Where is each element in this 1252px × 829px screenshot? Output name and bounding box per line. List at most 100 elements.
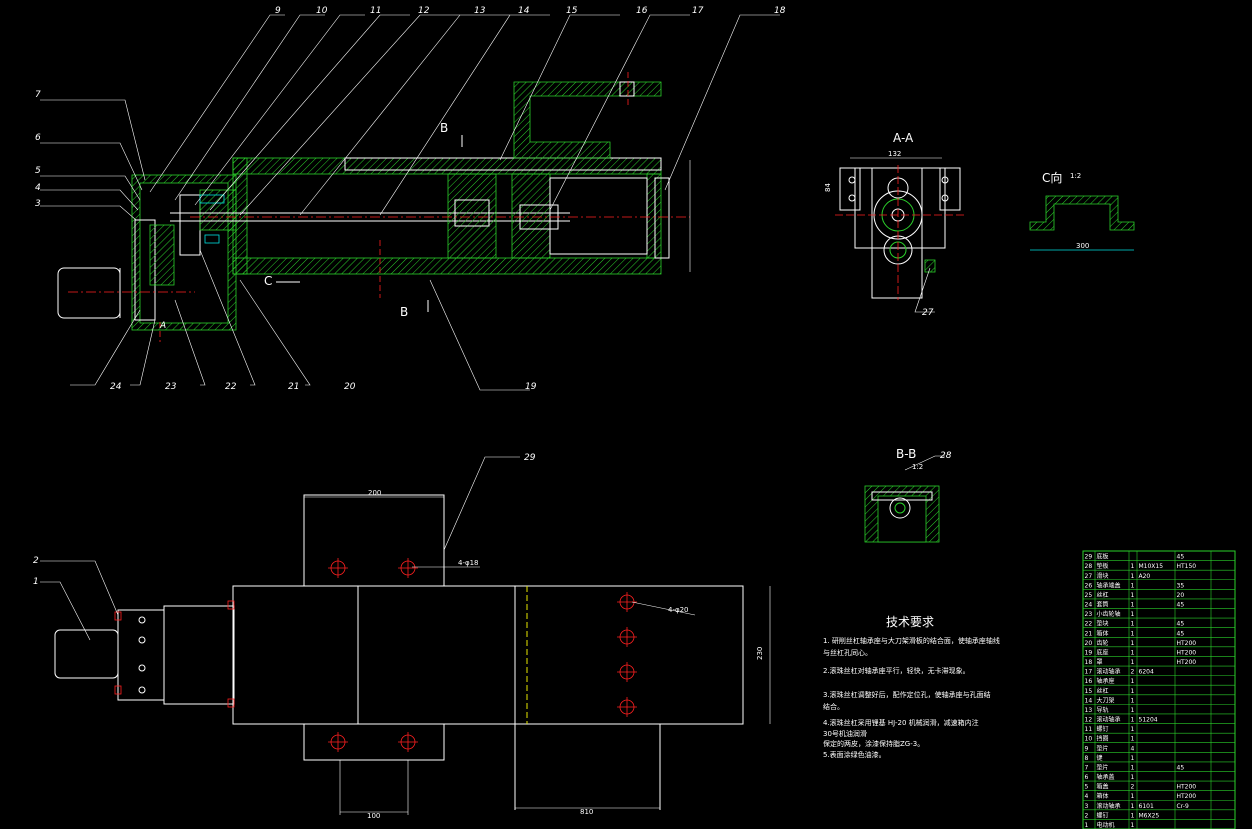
bom-cell: 9 xyxy=(1085,745,1089,752)
bom-cell: HT200 xyxy=(1177,784,1197,791)
bom-cell: HT200 xyxy=(1177,659,1197,666)
bom-cell: 26 xyxy=(1085,582,1093,589)
callout-11: 11 xyxy=(370,6,381,16)
bom-cell: 1 xyxy=(1131,764,1135,771)
callout-17: 17 xyxy=(692,6,704,16)
bom-cell: 1 xyxy=(1131,812,1135,819)
bom-cell: 1 xyxy=(1085,822,1089,829)
bom-cell: 3 xyxy=(1085,803,1089,810)
bom-cell: 1 xyxy=(1131,717,1135,724)
c-view-scale: 1:2 xyxy=(1070,172,1081,180)
callout-21: 21 xyxy=(288,382,299,392)
main-section-view: B B C A xyxy=(35,6,786,392)
dim-bottom-right: 810 xyxy=(580,808,593,816)
bom-cell: 轴承端盖 xyxy=(1097,581,1121,589)
bom-cell: 1 xyxy=(1131,793,1135,800)
bom-cell: 28 xyxy=(1085,563,1093,570)
tech-title: 技术要求 xyxy=(886,615,934,629)
bom-cell: 1 xyxy=(1131,755,1135,762)
callout-4: 4 xyxy=(35,183,41,193)
callout-15: 15 xyxy=(566,6,578,16)
c-direction-view: C向 1:2 300 xyxy=(1029,170,1135,251)
dim-top-width: 200 xyxy=(368,489,381,497)
bom-cell: 23 xyxy=(1085,611,1093,618)
bom-cell: 2 xyxy=(1085,812,1089,819)
bom-cell: 10 xyxy=(1085,736,1093,743)
bb-title: B-B xyxy=(896,447,916,461)
bom-cell: 键 xyxy=(1097,754,1103,762)
bom-cell: 箱盖 xyxy=(1097,783,1109,791)
c-view-title: C向 xyxy=(1042,170,1062,185)
bom-cell: 丝杠 xyxy=(1097,591,1109,599)
bom-cell: 1 xyxy=(1131,602,1135,609)
bom-cell: 13 xyxy=(1085,707,1093,714)
bom-cell: 1 xyxy=(1131,611,1135,618)
bom-cell: 1 xyxy=(1131,573,1135,580)
tech-line-2: 与丝杠孔同心。 xyxy=(823,648,872,657)
bom-cell: 1 xyxy=(1131,688,1135,695)
top-bracket xyxy=(513,81,662,159)
bom-cell: 35 xyxy=(1177,582,1185,589)
bom-cell: HT200 xyxy=(1177,649,1197,656)
bom-cell: 轴承盖 xyxy=(1097,773,1115,781)
bom-cell: 5 xyxy=(1085,784,1089,791)
bom-cell: 45 xyxy=(1177,554,1185,561)
bom-cell: 1 xyxy=(1131,678,1135,685)
bb-scale: 1:2 xyxy=(912,463,923,471)
top-callout-leaders xyxy=(40,14,780,391)
callout-13: 13 xyxy=(474,6,486,16)
bom-cell: 14 xyxy=(1085,697,1093,704)
bom-cell: 1 xyxy=(1131,774,1135,781)
bom-cell: 1 xyxy=(1131,697,1135,704)
bom-cell: 6204 xyxy=(1139,669,1154,676)
bom-cell: 1 xyxy=(1131,582,1135,589)
callout-12: 12 xyxy=(418,6,430,16)
technical-requirements: 技术要求 1. 研削丝杠轴承座与大刀架滑板的结合面，使轴承座轴线 与丝杠孔同心。… xyxy=(823,615,1000,759)
bom-cell: 箱体 xyxy=(1097,629,1109,637)
view-mark-c: C xyxy=(264,274,272,288)
bom-cell: 挡圈 xyxy=(1097,735,1109,743)
bom-cell: 轴承座 xyxy=(1097,677,1115,685)
bom-cell: 21 xyxy=(1085,630,1093,637)
bom-cell: 22 xyxy=(1085,621,1093,628)
bom-cell: 滚动轴承 xyxy=(1097,668,1121,676)
bom-cell: 11 xyxy=(1085,726,1093,733)
bom-cell: 45 xyxy=(1177,630,1185,637)
bom-cell: 垫片 xyxy=(1097,744,1109,752)
bom-cell: 箱体 xyxy=(1097,792,1109,800)
bom-cell: 17 xyxy=(1085,669,1093,676)
bom-cell: 45 xyxy=(1177,621,1185,628)
bom-cell: 27 xyxy=(1085,573,1093,580)
bom-cell: 20 xyxy=(1085,640,1093,647)
dim-holes-right: 4-φ20 xyxy=(668,606,689,614)
bom-cell: M6X25 xyxy=(1139,812,1160,819)
callout-20: 20 xyxy=(344,382,356,392)
tech-line-1: 1. 研削丝杠轴承座与大刀架滑板的结合面，使轴承座轴线 xyxy=(823,636,1000,645)
section-arrow-a: A xyxy=(159,321,166,331)
tech-line-5: 结合。 xyxy=(823,702,844,711)
callout-16: 16 xyxy=(636,6,648,16)
bom-cell: Cr-9 xyxy=(1177,803,1189,810)
bom-cell: 垫板 xyxy=(1097,562,1109,570)
aa-height-dim: 84 xyxy=(824,183,832,192)
dim-holes-top: 4-φ18 xyxy=(458,559,479,567)
aa-section-view: A-A 132 84 27 xyxy=(824,131,965,318)
callout-23: 23 xyxy=(165,382,177,392)
bom-cell: 1 xyxy=(1131,563,1135,570)
bom-cell: 1 xyxy=(1131,822,1135,829)
bom-cell: 6 xyxy=(1085,774,1089,781)
c-view-dim: 300 xyxy=(1076,242,1089,250)
callout-24: 24 xyxy=(110,382,122,392)
callout-5: 5 xyxy=(35,166,41,176)
bom-cell: 1 xyxy=(1131,592,1135,599)
bom-cell: 2 xyxy=(1131,784,1135,791)
bom-cell: 18 xyxy=(1085,659,1093,666)
bom-cell: 2 xyxy=(1131,669,1135,676)
callout-1: 1 xyxy=(33,577,39,587)
lower-rail xyxy=(232,257,662,275)
bom-cell: 1 xyxy=(1131,736,1135,743)
bom-cell: 24 xyxy=(1085,602,1093,609)
tech-line-4: 3.滚珠丝杠调整好后，配作定位孔，使轴承座与孔面结 xyxy=(823,690,991,699)
bom-cell: 底板 xyxy=(1097,553,1109,561)
